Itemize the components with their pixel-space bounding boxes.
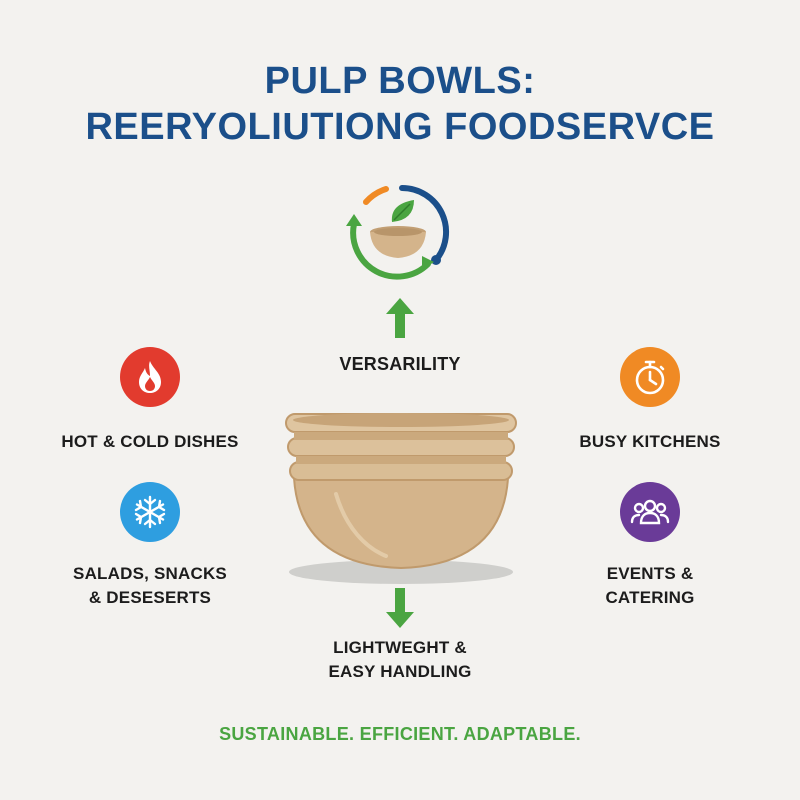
snowflake-icon	[120, 482, 180, 542]
events-catering-line1: EVENTS &	[606, 564, 694, 583]
people-icon	[620, 482, 680, 542]
tagline: SUSTAINABLE. EFFICIENT. ADAPTABLE.	[219, 724, 581, 744]
events-catering-label: EVENTS & CATERING	[540, 562, 760, 610]
lightweight-line2: EASY HANDLING	[328, 662, 472, 681]
flame-icon	[120, 347, 180, 407]
versatility-label: VERSARILITY	[339, 354, 461, 374]
recycle-bowl-leaf-icon	[340, 176, 456, 280]
arrow-up-icon	[386, 298, 414, 338]
lightweight-label: LIGHTWEGHT & EASY HANDLING	[290, 636, 510, 684]
stacked-pulp-bowls-image	[276, 398, 526, 588]
page-title-line1: PULP BOWLS:	[264, 60, 536, 102]
salads-snacks-desserts-label: SALADS, SNACKS & DESESERTS	[40, 562, 260, 610]
salads-snacks-line1: SALADS, SNACKS	[73, 564, 227, 583]
salads-snacks-line2: & DESESERTS	[88, 588, 212, 607]
busy-kitchens-label: BUSY KITCHENS	[579, 432, 721, 451]
lightweight-line1: LIGHTWEGHT &	[333, 638, 467, 657]
events-catering-line2: CATERING	[605, 588, 695, 607]
page-title-line2: REERYOLIUTIONG FOODSERVCE	[85, 106, 715, 148]
hot-cold-dishes-label: HOT & COLD DISHES	[61, 432, 239, 451]
stopwatch-icon	[620, 347, 680, 407]
arrow-down-icon	[386, 588, 414, 628]
